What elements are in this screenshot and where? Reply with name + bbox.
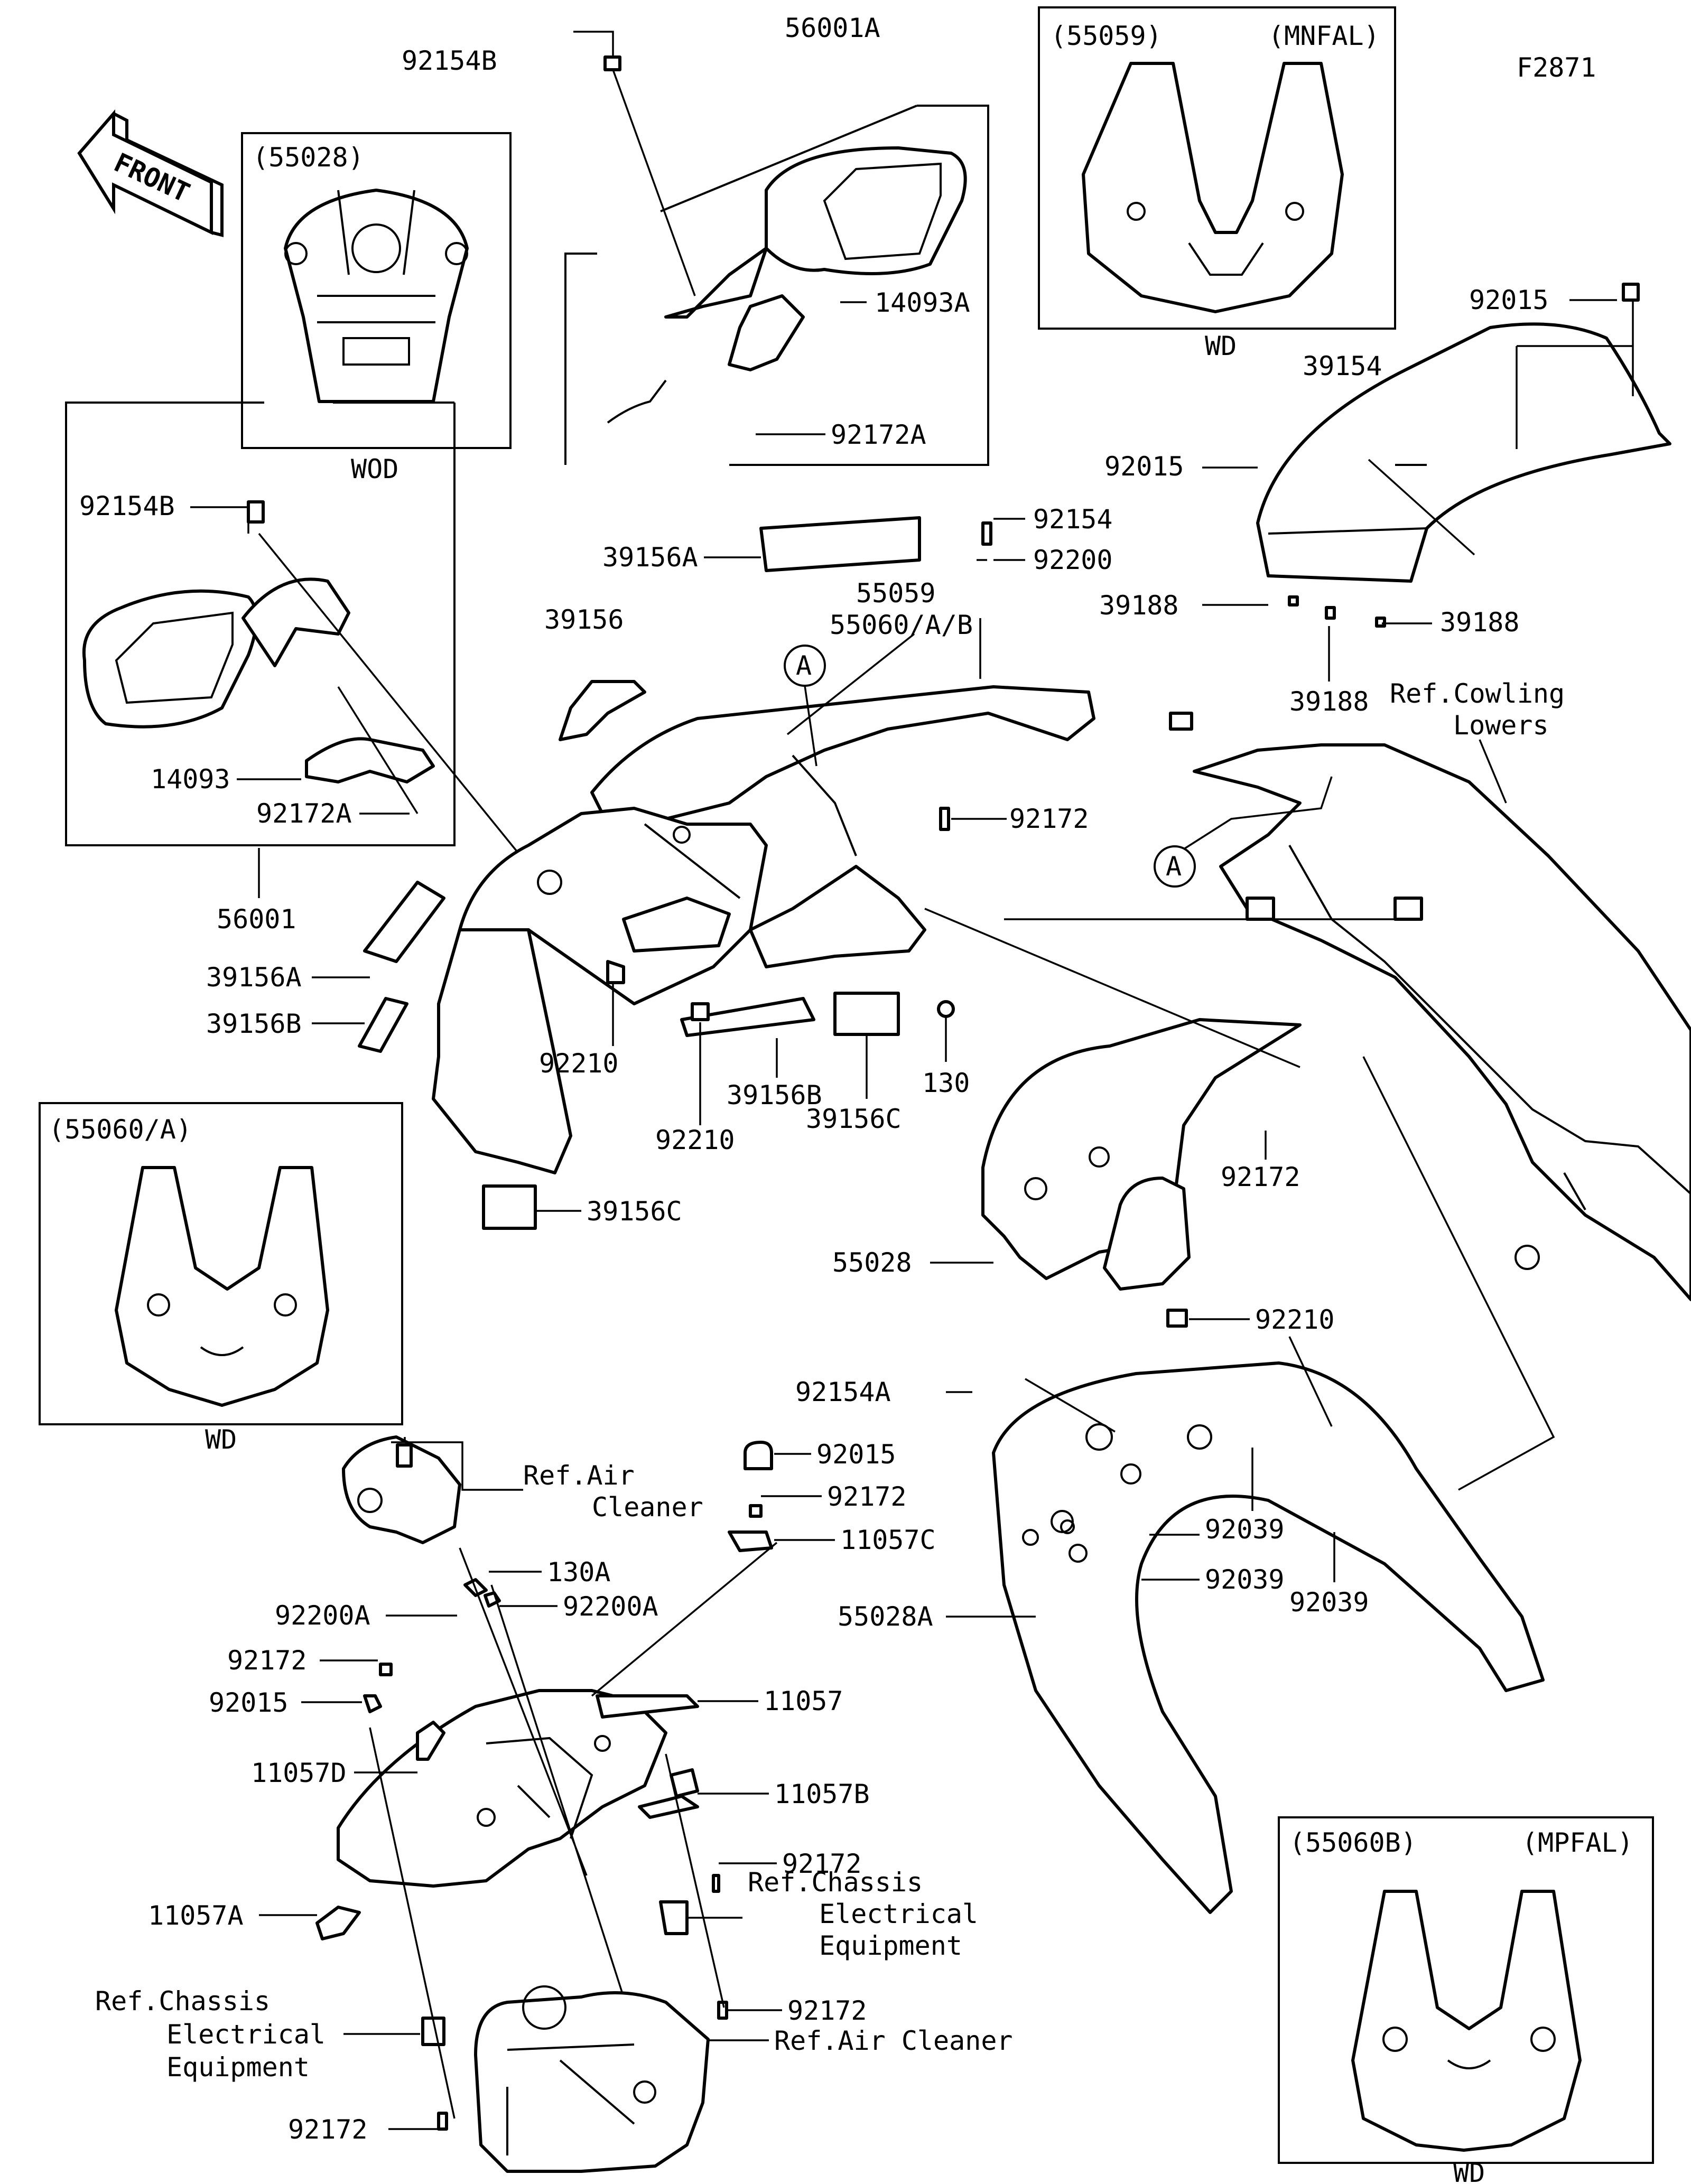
windscreen-39154: [1256, 283, 1671, 583]
part-label: 92172: [288, 2114, 368, 2145]
part-label: 55059: [856, 578, 936, 609]
part-label: 92210: [1255, 1304, 1335, 1335]
part-label: 92039: [1205, 1514, 1285, 1545]
part-label: 14093: [151, 764, 230, 795]
part-label: 55060/A/B: [830, 610, 973, 640]
part-label: 14093A: [875, 287, 970, 318]
part-label: 92210: [539, 1048, 619, 1079]
diagram-code: F2871: [1517, 52, 1596, 83]
part-label: 92172A: [256, 798, 352, 829]
part-label: 39188: [1289, 686, 1369, 717]
bracket-11057-group: [315, 1435, 778, 2131]
part-label: 92015: [816, 1439, 896, 1470]
ref-label: Electrical: [166, 2019, 326, 2050]
part-label: 11057C: [840, 1525, 936, 1555]
part-label: 92039: [1289, 1587, 1369, 1618]
part-label: 92172: [227, 1645, 307, 1676]
callout-a-lower: A: [1154, 776, 1333, 888]
part-label: 92200A: [275, 1600, 370, 1631]
part-label: 11057B: [774, 1779, 870, 1809]
part-label: 39156: [544, 604, 624, 635]
part-label: 92172: [827, 1481, 907, 1512]
variant-label: WOD: [351, 454, 398, 484]
part-label: 92200A: [563, 1591, 658, 1622]
part-label: 39156B: [727, 1080, 822, 1110]
variant-code: (55028): [253, 142, 364, 173]
svg-text:A: A: [1166, 851, 1182, 882]
upper-cowl-55059: [432, 618, 1095, 1174]
part-label: 39188: [1099, 590, 1179, 621]
variant-box-55059: (55059) (MNFAL) WD: [1038, 6, 1396, 361]
reference-labels: Ref.Cowling Lowers Ref.Air Cleaner Ref.C…: [95, 678, 1565, 2083]
variant-code: (55059): [1051, 21, 1162, 51]
ref-label: Ref.Chassis: [95, 1986, 270, 2017]
part-label: 130: [922, 1068, 970, 1098]
part-label: 39154: [1303, 351, 1382, 381]
part-label: 92172: [782, 1849, 862, 1879]
part-label: 39188: [1440, 607, 1520, 638]
ref-label: Ref.Air Cleaner: [774, 2026, 1013, 2056]
ref-label: Ref.Chassis: [748, 1867, 923, 1898]
part-label: 11057D: [251, 1758, 347, 1788]
part-label: 55028A: [838, 1601, 933, 1632]
variant-label: WD: [205, 1424, 237, 1455]
mirror-56001-group: [65, 402, 556, 899]
part-label: 92154A: [795, 1377, 891, 1407]
part-label: 39156A: [206, 962, 302, 993]
part-label: 92172: [787, 1995, 867, 2026]
ref-label: Lowers: [1453, 710, 1549, 741]
part-label: 130A: [547, 1557, 610, 1588]
variant-label: WD: [1205, 331, 1237, 361]
cowling-lower: [1004, 743, 1691, 1491]
part-label: 92172: [1009, 804, 1089, 834]
part-label: 39156C: [806, 1104, 902, 1134]
callout-a-top: A: [784, 645, 826, 767]
part-label: 92154B: [402, 45, 497, 76]
front-arrow-icon: FRONT: [77, 109, 224, 237]
variant-box-55060a: (55060/A) WD: [39, 1102, 403, 1455]
part-label: 92015: [1469, 285, 1549, 315]
part-label: 92015: [1104, 451, 1184, 482]
ref-label: Ref.Cowling: [1390, 678, 1565, 709]
inner-cover-55028a: [992, 1336, 1545, 1914]
variant-tag: (MNFAL): [1268, 21, 1380, 51]
part-label: 92172: [1221, 1162, 1300, 1192]
part-label: 11057A: [148, 1900, 244, 1931]
part-label: 55028: [832, 1247, 912, 1278]
variant-tag: (MPFAL): [1522, 1827, 1633, 1858]
foam-pieces: [358, 516, 1386, 1230]
ref-label: Electrical: [819, 1899, 978, 1929]
part-label: 92039: [1205, 1564, 1285, 1595]
part-label: 56001A: [785, 13, 880, 43]
part-label: 11057: [764, 1686, 843, 1716]
part-labels: 56001A 92154B 14093A 92172A 92015 39154 …: [79, 13, 1617, 2145]
svg-text:A: A: [796, 650, 812, 681]
ref-label: Ref.Air: [523, 1460, 635, 1491]
variant-box-55028: (55028) WOD: [241, 132, 512, 484]
ref-label: Equipment: [819, 1930, 962, 1961]
part-label: 92015: [209, 1687, 289, 1718]
inner-panel-55028: [924, 908, 1302, 1328]
ref-label: Cleaner: [592, 1492, 703, 1523]
variant-code: (55060B): [1289, 1827, 1417, 1858]
variant-code: (55060/A): [49, 1114, 192, 1145]
part-label: 39156B: [206, 1009, 302, 1039]
variant-label: WD: [1453, 2158, 1485, 2184]
part-label: 92154B: [79, 491, 175, 521]
mirror-56001a-group: [564, 31, 989, 466]
part-label: 39156A: [602, 542, 698, 573]
air-cleaner-housing: [474, 1985, 710, 2173]
variant-box-55060b: (55060B) (MPFAL) WD: [1278, 1816, 1654, 2184]
part-label: 92172A: [831, 419, 926, 450]
part-label: 39156C: [587, 1196, 682, 1227]
part-label: 56001: [217, 904, 296, 935]
part-label: 92154: [1033, 504, 1113, 535]
part-label: 92210: [655, 1125, 735, 1155]
ref-label: Equipment: [166, 2052, 310, 2083]
part-label: 92200: [1033, 545, 1113, 575]
